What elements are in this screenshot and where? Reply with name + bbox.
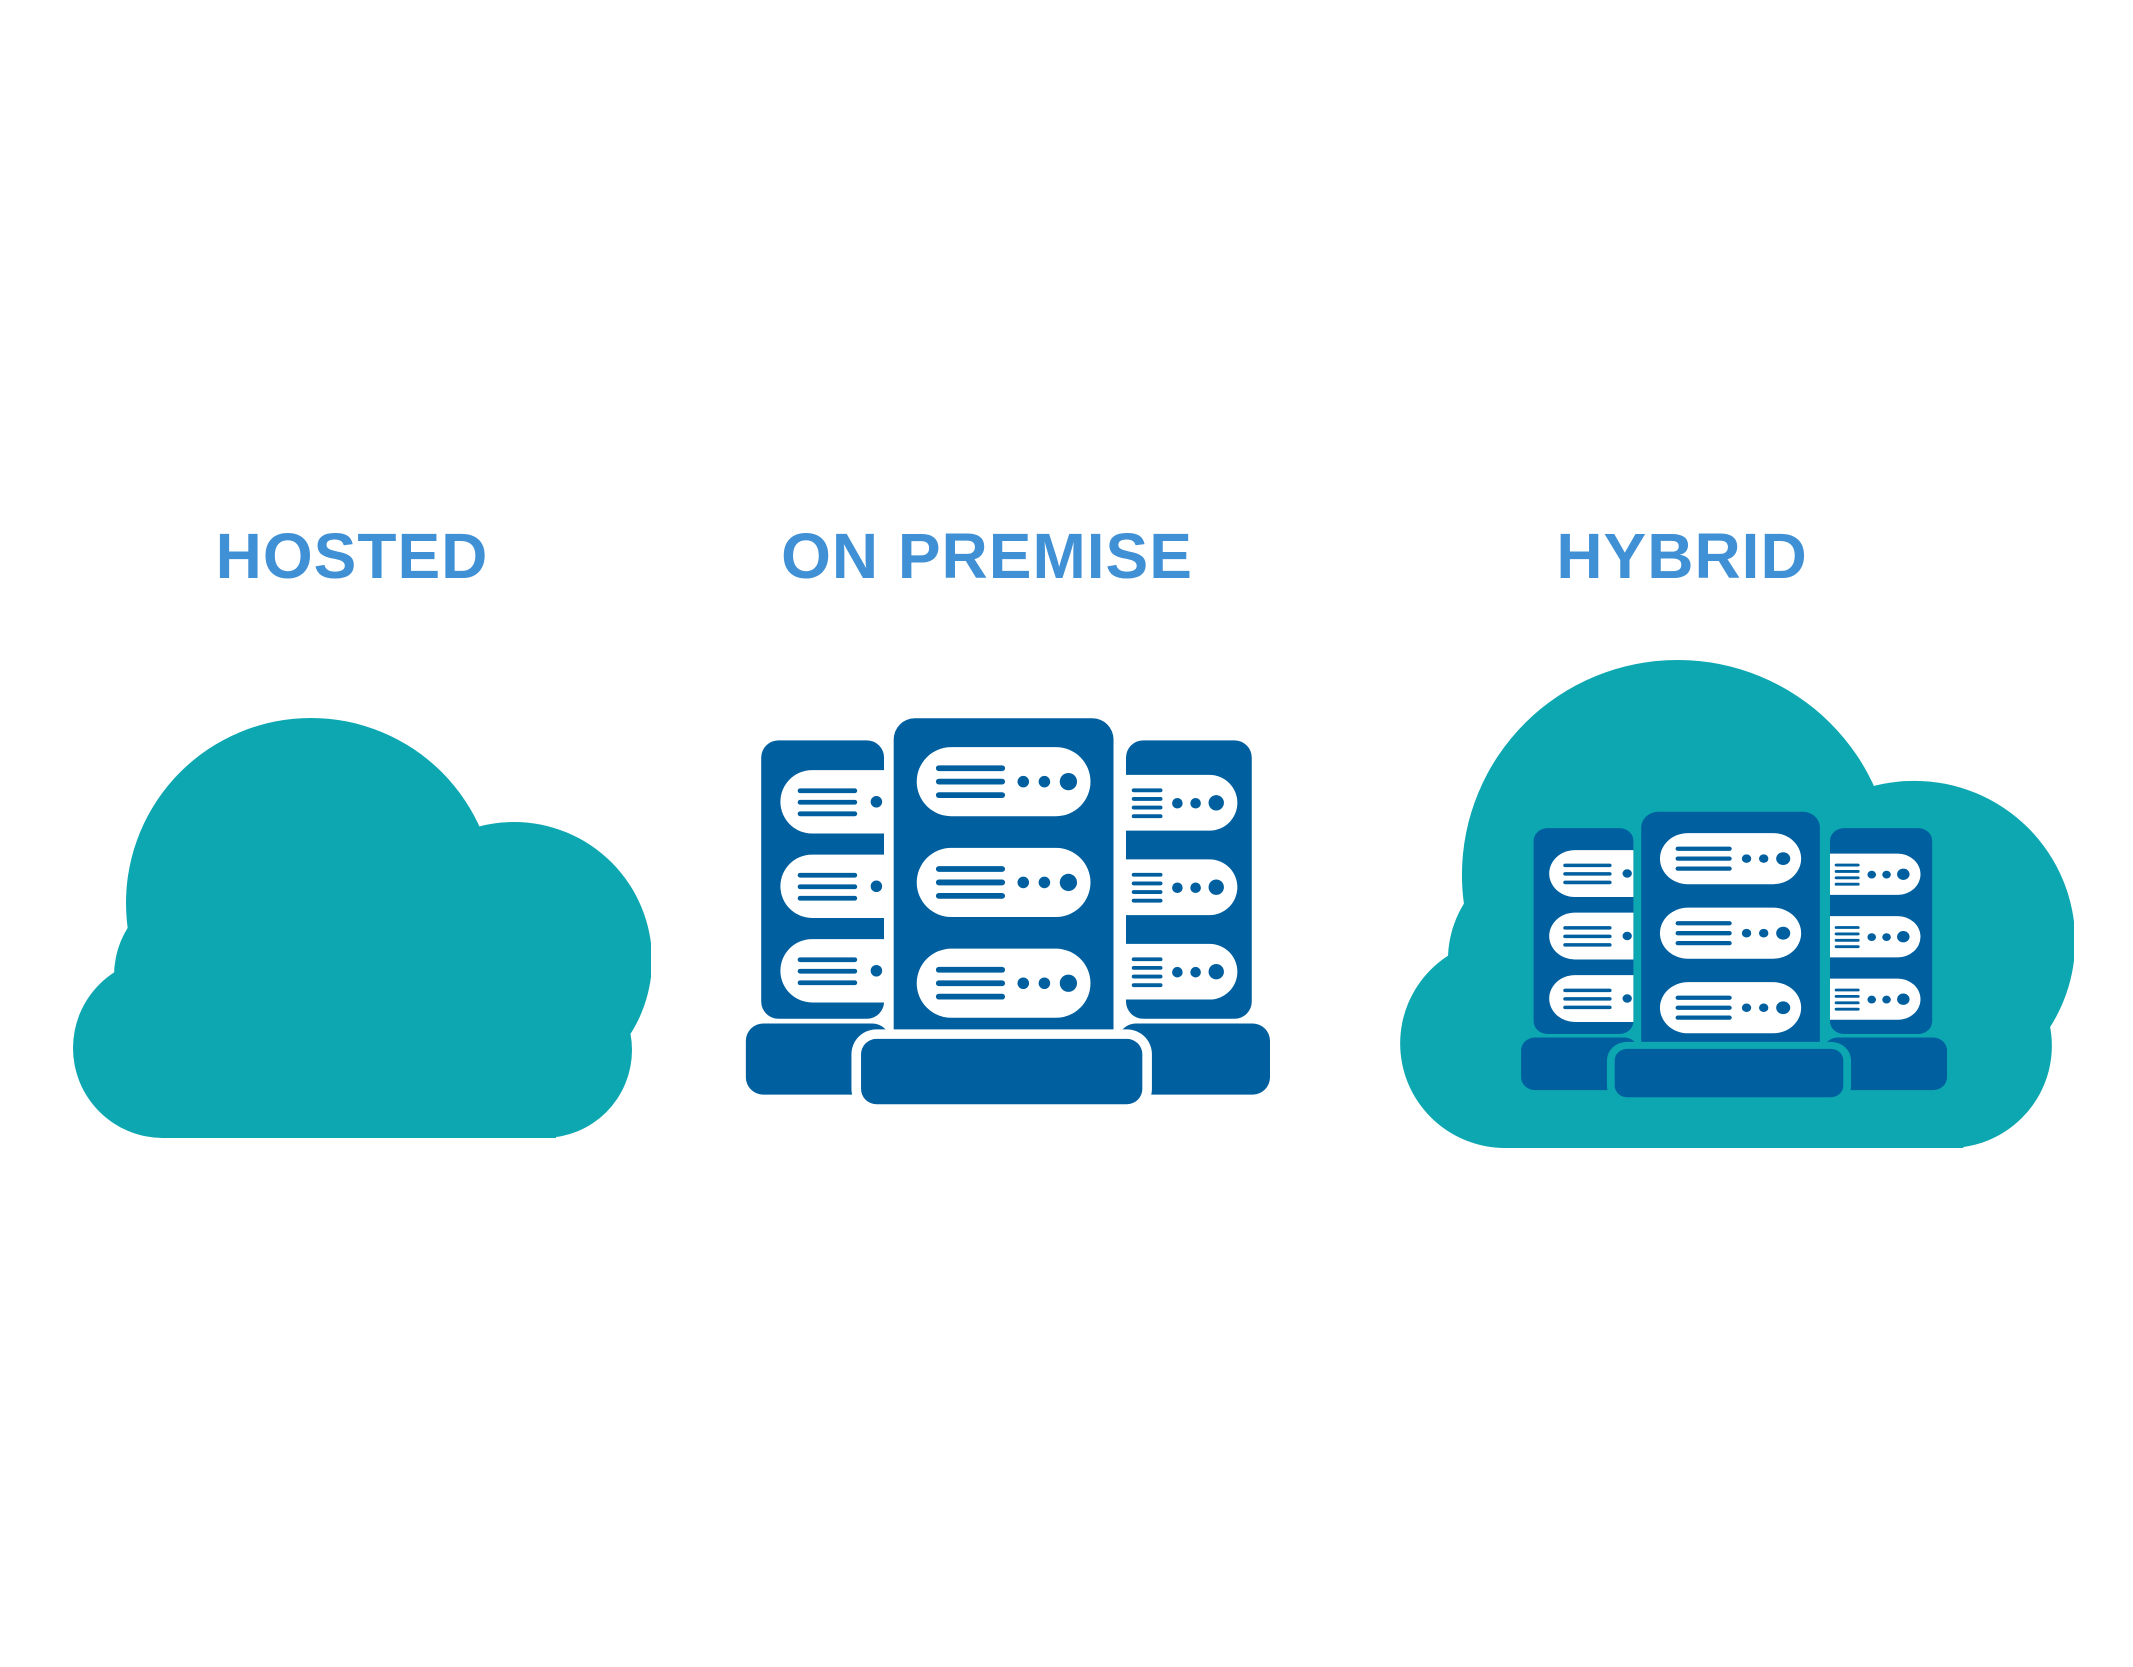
server-unit-lines [935,866,1006,899]
server-tower-right [1830,828,1933,1035]
server-unit [1659,833,1802,885]
on-premise-icon-slot [742,701,1280,1105]
server-tower-right [1126,740,1252,1019]
server-unit [1659,907,1802,959]
server-base-center [861,1038,1143,1105]
server-unit [1549,912,1634,960]
server-unit-lines [1834,988,1860,1011]
server-unit [780,939,885,1003]
server-unit-dots [1622,931,1632,941]
server-unit-lines [1834,925,1860,948]
server-unit-lines [935,765,1006,798]
hosted-label: HOSTED [215,520,489,592]
server-unit-lines [1563,988,1612,1009]
server-rack-icon [742,701,1280,1105]
server-unit-lines [1131,956,1163,987]
server-unit-lines [935,966,1006,1000]
server-unit [916,847,1091,917]
server-unit-dots [1017,773,1078,791]
server-unit [916,948,1091,1018]
server-unit [1126,774,1238,831]
server-unit-dots [1172,879,1224,895]
server-unit [1830,853,1921,895]
server-unit [916,747,1091,817]
server-unit-lines [1563,863,1612,884]
server-unit-lines [1563,925,1612,947]
server-base-center [1614,1048,1844,1098]
server-unit-lines [1131,872,1163,903]
server-unit [1549,975,1634,1022]
server-unit-lines [1675,921,1732,946]
server-unit-dots [1741,926,1791,940]
server-unit [780,770,885,834]
server-unit-lines [1834,863,1860,886]
server-rack-icon [1518,799,1955,1098]
server-base-right [1823,1037,1947,1091]
server-base-right [1118,1023,1270,1095]
hybrid-rack-slot [1518,799,1955,1098]
server-unit-dots [1867,868,1910,880]
server-unit-dots [870,965,883,977]
server-unit-lines [797,787,858,816]
server-unit-lines [797,872,858,901]
server-unit [1126,943,1238,1000]
server-unit [1549,850,1634,897]
server-unit-lines [1675,846,1732,871]
server-unit-dots [1622,869,1632,878]
server-unit-dots [870,796,883,808]
server-unit-dots [870,880,883,893]
server-unit-dots [1867,931,1910,943]
server-unit [1830,916,1921,958]
server-unit-dots [1741,852,1791,866]
server-unit-lines [1131,787,1163,818]
server-unit-dots [1867,993,1910,1005]
server-unit-lines [797,956,858,985]
server-unit-dots [1017,873,1078,892]
server-unit-dots [1622,994,1632,1003]
server-tower-center [893,718,1114,1055]
server-unit-dots [1172,964,1224,980]
server-tower-left [1533,828,1634,1035]
server-unit [1126,859,1238,916]
server-tower-left [761,740,885,1019]
server-unit [1659,982,1802,1034]
cloud-icon [73,718,651,1138]
cloud-server-rack-icon [1392,660,2074,1148]
server-unit [780,854,885,918]
server-unit-dots [1172,795,1224,811]
server-unit-dots [1017,974,1078,992]
server-tower-center [1641,811,1820,1061]
server-unit-dots [1741,1001,1791,1015]
server-unit-lines [1675,995,1732,1020]
server-unit [1830,978,1921,1020]
hybrid-label: HYBRID [1556,520,1808,592]
on-premise-label: ON PREMISE [781,520,1193,592]
